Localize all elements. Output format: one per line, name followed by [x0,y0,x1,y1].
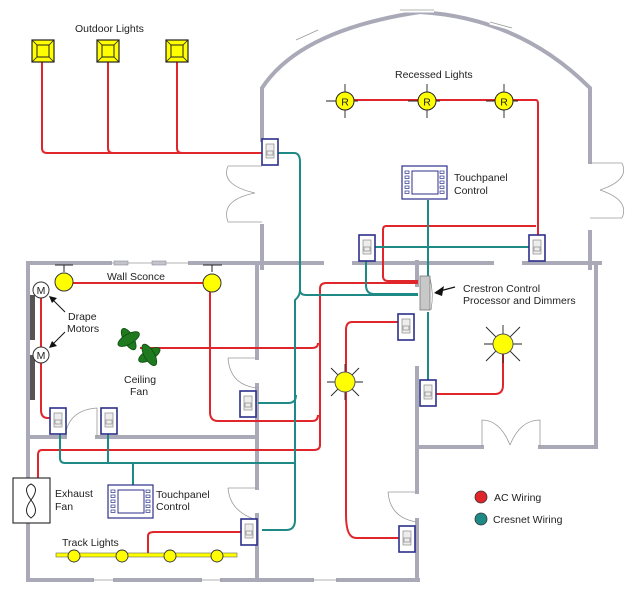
motor-symbol: M [37,285,46,297]
track-light-4 [210,549,224,563]
dimmer-switch-bottom-hall [398,525,416,553]
recessed-light-1: R [326,84,358,118]
track-light-2 [115,549,129,563]
recessed-light-2: R [408,84,440,118]
dimmer-switch-living [239,390,257,418]
drape-motors: M M Drape Motors [32,281,99,364]
touchpanel-top-label-line2: Control [454,185,488,197]
outdoor-lights-label: Outdoor Lights [75,23,144,35]
recessed-light-3: R [486,84,518,118]
ceiling-light-center [327,364,363,400]
ceiling-light-right [484,325,522,363]
wall-sconce-label: Wall Sconce [107,271,165,283]
dimmer-switch-outdoor [261,138,279,166]
legend-swatch-ac [474,490,488,504]
exhaust-fan-label-line1: Exhaust [55,488,93,500]
dimmer-switch-lower-left-1 [49,407,67,435]
recessed-symbol: R [500,97,508,109]
dimmer-switch-hall-center [397,313,415,341]
outdoor-light-1 [31,39,55,63]
floor-plan-walls [26,7,625,582]
touchpanel-bottom-label-line1: Touchpanel [156,489,210,501]
legend-swatch-cresnet [474,512,488,526]
cresnet-wiring [59,152,538,531]
drape-motors-label-line2: Motors [67,323,99,335]
legend: AC Wiring Cresnet Wiring [474,490,563,526]
touchpanel-top-label-line1: Touchpanel [454,172,508,184]
dimmer-switch-right-room [419,379,437,407]
dimmer-switch-lower-left-2 [100,407,118,435]
legend-label-ac: AC Wiring [494,492,541,504]
touchpanel-bottom: Touchpanel Control [107,484,210,519]
recessed-symbol: R [423,97,431,109]
dimmer-switch-right-hall [528,234,546,262]
crestron-label-line1: Crestron Control [463,283,540,295]
recessed-lights-label: Recessed Lights [395,69,473,81]
track-lights: Track Lights [55,537,238,563]
crestron-label-line2: Processor and Dimmers [463,295,576,307]
ceiling-fan-label-line2: Fan [130,386,148,398]
track-lights-label: Track Lights [62,537,119,549]
touchpanel-top: Touchpanel Control [401,165,508,200]
legend-item-ac-wiring: AC Wiring [474,490,541,504]
motor-symbol: M [37,350,46,362]
legend-label-cresnet: Cresnet Wiring [493,514,563,526]
drape-motors-label-line1: Drape [68,311,97,323]
dimmer-switch-left-hall [358,234,376,262]
wall-sconces: Wall Sconce [54,264,222,293]
recessed-lights: Recessed Lights R R R [326,69,518,118]
dimmer-switches [49,138,546,553]
drape-motor-1 [32,281,50,299]
track-light-3 [163,549,177,563]
drape-motor-2 [32,346,50,364]
exhaust-fan-label-line2: Fan [55,501,73,513]
ceiling-fan: Ceiling Fan [117,328,161,398]
touchpanel-bottom-label-line2: Control [156,501,190,513]
crestron-processor: Crestron Control Processor and Dimmers [419,275,576,311]
exhaust-fan: Exhaust Fan [12,477,93,524]
outdoor-light-2 [96,39,120,63]
wall-sconce-2 [202,273,222,293]
outdoor-lights: Outdoor Lights [31,23,189,63]
outdoor-light-3 [165,39,189,63]
legend-item-cresnet-wiring: Cresnet Wiring [474,512,563,526]
wall-sconce-1 [54,272,74,292]
recessed-symbol: R [341,97,349,109]
dimmer-switch-track [240,518,258,546]
ac-wiring [37,62,539,553]
ceiling-fan-label-line1: Ceiling [124,374,156,386]
track-light-1 [67,549,81,563]
